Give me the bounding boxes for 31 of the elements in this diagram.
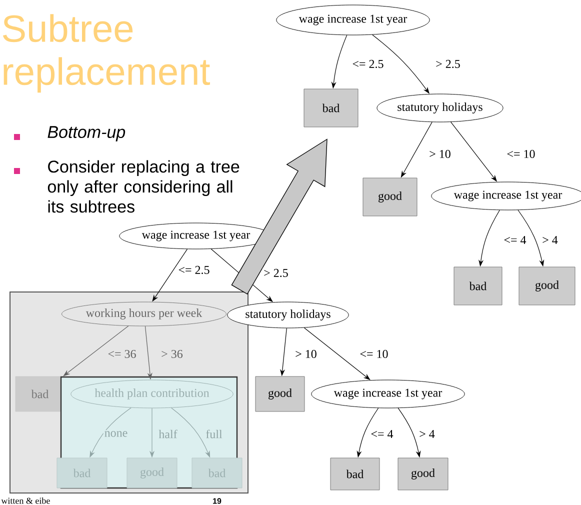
- leaf-box: bad: [454, 266, 502, 306]
- leaf-box: good: [518, 266, 576, 306]
- page-number: 19: [213, 498, 222, 504]
- slide-title: Subtree replacement: [2, 14, 210, 93]
- leaf-box: bad: [304, 88, 358, 128]
- leaf-box: good: [362, 178, 418, 216]
- edge-label: <= 4: [502, 235, 528, 245]
- leaf-box: good: [398, 458, 448, 490]
- edge-label: > 10: [294, 348, 318, 360]
- edge-label: <= 2.5: [177, 264, 211, 276]
- edge-label: none: [103, 430, 129, 438]
- edge-label: <= 10: [358, 348, 390, 360]
- edge-label: > 4: [418, 429, 436, 439]
- footer-text: witten & eibe: [1, 497, 50, 504]
- edge-label: <= 36: [106, 348, 138, 360]
- edge-label: > 2.5: [434, 58, 462, 70]
- edge-label: full: [204, 428, 224, 440]
- edge-label: <= 4: [370, 429, 394, 439]
- leaf-box: bad: [330, 458, 380, 490]
- edge-label: half: [158, 428, 178, 440]
- edge-label: <= 10: [506, 148, 536, 160]
- replacement-arrow: [231, 138, 328, 294]
- edge-label: > 2.5: [262, 268, 290, 278]
- leaf-box: good: [255, 376, 305, 412]
- edge-label: > 36: [160, 348, 184, 360]
- edge-label: <= 2.5: [351, 58, 385, 70]
- leaf-box: bad: [15, 376, 65, 412]
- edge-label: > 10: [428, 148, 452, 160]
- edge-label: > 4: [541, 235, 559, 245]
- bullet-text: Consider replacing a tree only after considering all its subtrees: [48, 160, 240, 213]
- bullet-text: Bottom-up: [48, 126, 126, 142]
